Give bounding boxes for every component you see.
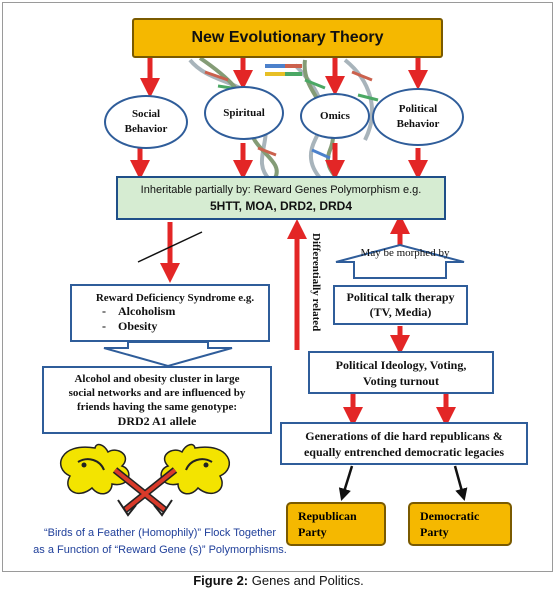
hollow-arrow-talk-up <box>335 243 465 279</box>
differentially-related-label: Differentially related <box>310 232 322 332</box>
party-label: Party <box>298 525 327 539</box>
talk-text: (TV, Media) <box>369 305 432 319</box>
cluster-text: social networks and are influenced by <box>68 387 246 399</box>
factor-social-behavior: Social Behavior <box>104 95 188 149</box>
ideology-box: Political Ideology, Voting, Voting turno… <box>308 351 494 394</box>
figure-caption: Figure 2: Genes and Politics. <box>0 573 557 588</box>
title-box: New Evolutionary Theory <box>132 18 443 58</box>
hollow-arrow-rds-cluster <box>103 341 233 368</box>
generations-text: equally entrenched democratic legacies <box>303 444 505 459</box>
generations-box: Generations of die hard republicans & eq… <box>280 422 528 465</box>
birds-caption-line: “Birds of a Feather (Homophily)” Flock T… <box>43 527 277 539</box>
cluster-box: Alcohol and obesity cluster in large soc… <box>42 366 272 434</box>
party-label: Democratic <box>420 509 480 523</box>
talk-text: Political talk therapy <box>346 290 455 304</box>
cluster-gene: DRD2 A1 allele <box>117 414 197 428</box>
republican-party-box: Republican Party <box>286 502 386 546</box>
party-label: Party <box>420 525 449 539</box>
factor-omics: Omics <box>300 93 370 139</box>
birds-caption: “Birds of a Feather (Homophily)” Flock T… <box>10 525 310 559</box>
party-label: Republican <box>298 509 357 523</box>
factor-label: Behavior <box>396 118 440 130</box>
factor-label: Behavior <box>124 123 168 135</box>
ideology-text: Political Ideology, Voting, <box>335 357 467 372</box>
rds-title: Reward Deficiency Syndrome e.g. <box>95 292 255 304</box>
factor-political-behavior: Political Behavior <box>372 88 464 146</box>
ideology-text: Voting turnout <box>363 373 439 388</box>
factor-label: Social <box>131 108 161 120</box>
caption-label: Figure 2: <box>193 573 249 588</box>
talk-therapy-box: Political talk therapy (TV, Media) <box>333 285 468 325</box>
factor-spiritual: Spiritual <box>204 86 284 140</box>
arrow-gen-republican <box>338 465 354 501</box>
reward-deficiency-box: Reward Deficiency Syndrome e.g. - Alcoho… <box>70 284 270 342</box>
cluster-text: friends having the same genotype: <box>76 401 238 413</box>
strike-line <box>137 231 203 263</box>
reward-genes-list: 5HTT, MOA, DRD2, DRD4 <box>209 199 352 213</box>
inheritable-text: Inheritable partially by: Reward Genes P… <box>140 184 422 196</box>
arrow-gen-democratic <box>453 465 468 502</box>
democratic-party-box: Democratic Party <box>408 502 512 546</box>
factor-label: Spiritual <box>223 106 265 119</box>
title-text: New Evolutionary Theory <box>191 29 384 46</box>
birds-of-a-feather-icon <box>60 443 230 517</box>
factor-label: Omics <box>320 109 350 122</box>
factor-label: Political <box>398 103 438 115</box>
caption-text: Genes and Politics. <box>248 573 364 588</box>
birds-caption-line: as a Function of “Reward Gene (s)” Polym… <box>33 544 287 556</box>
rds-item-alcoholism: - Alcoholism <box>102 304 176 318</box>
inheritable-box: Inheritable partially by: Reward Genes P… <box>116 176 446 220</box>
cluster-text: Alcohol and obesity cluster in large <box>74 373 240 385</box>
figure-frame <box>2 2 553 572</box>
morphed-label: May be morphed by <box>360 247 450 259</box>
rds-item-obesity: - Obesity <box>102 319 158 333</box>
generations-text: Generations of die hard republicans & <box>305 428 503 443</box>
